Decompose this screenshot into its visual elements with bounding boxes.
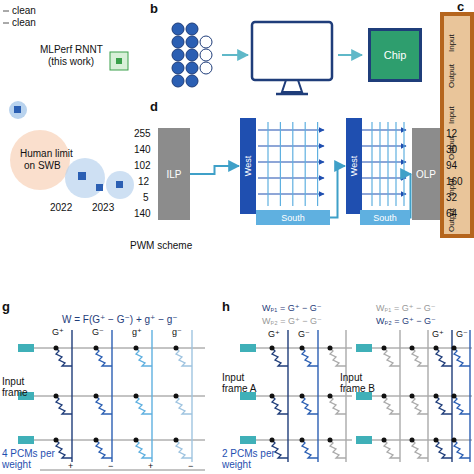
neural-network-icon [172,23,212,87]
tile-block: South [256,210,330,225]
tile-block: West [346,118,362,214]
text-label: on SWB [24,160,61,171]
crossbar-array [18,330,472,470]
text-label: Output [448,208,457,232]
computer-icon [252,22,332,94]
panel-letter: h [222,300,230,314]
tile-block: ILP [158,128,190,220]
text-label: g⁻ [172,328,182,338]
text-label: Wₚ₂ = G⁺ − G⁻ [262,317,322,327]
text-label: 2023 [92,202,114,213]
node-text: West [349,156,359,176]
text-label: Input frame B [340,372,376,394]
text-label: 5 [143,192,149,203]
text-label: 140 [134,208,151,219]
text-label: Wₚ₁ = G⁺ − G⁻ [376,304,435,314]
node-text: ILP [166,169,181,180]
text-label: clean [12,5,36,16]
chip-column-inner [444,16,470,234]
scatter-fragment [3,11,134,199]
text-label: G⁻ [456,330,468,340]
text-label: 255 [134,128,151,139]
text-label: 102 [134,160,151,171]
text-label: G⁺ [52,328,64,338]
tile-block: South [360,210,410,225]
chip-box: Chip [368,28,422,82]
text-label: 12 [138,176,149,187]
panel-letter: c [457,0,464,14]
text-label: (this work) [48,56,94,67]
text-label: Input [448,34,457,52]
text-label: Input [448,178,457,196]
text-label: 140 [134,144,151,155]
text-label: Output [448,136,457,160]
text-label: − [188,462,193,472]
node-text: Chip [384,49,407,61]
text-label: Wₚ₁ = G⁺ − G⁻ [262,304,321,314]
text-label: W = F(G⁺ − G⁻) + g⁺ − g⁻ [62,314,178,325]
text-label: − [108,462,113,472]
node-text: West [243,156,253,176]
tile-wires [258,122,406,206]
text-label: G⁻ [298,330,310,340]
chip-column [440,12,474,238]
text-label: Input frame A [222,372,258,394]
signal-wire [330,166,345,218]
node-text: South [373,213,397,223]
text-label: MLPerf RNNT [40,44,103,55]
text-label: 94 [446,160,457,171]
panel-letter: d [150,100,158,114]
text-label: PWM scheme [130,240,192,251]
text-label: 2022 [50,202,72,213]
text-label: Human limit [20,148,73,159]
text-label: clean [12,17,36,28]
text-label: 2 PCMs per weight [222,448,282,470]
panel-letter: g [2,300,10,314]
text-label: 4 PCMs per weight [2,448,62,470]
panel-letter: b [150,2,158,16]
tile-block: OLP [412,128,440,220]
text-label: Input frame [2,376,38,398]
tile-block: West [240,118,256,214]
text-label: Input [448,106,457,124]
signal-wire [410,174,411,218]
text-label: G⁺ [268,330,280,340]
text-label: Wₚ₂ = G⁺ − G⁻ [376,317,436,327]
text-label: + [148,462,153,472]
text-label: Output [448,64,457,88]
node-text: OLP [416,169,436,180]
text-label: g⁺ [132,328,142,338]
text-label: + [68,462,73,472]
text-label: G⁻ [92,328,104,338]
node-text: South [281,213,305,223]
text-label: G⁺ [432,330,444,340]
signal-wire [190,166,239,174]
